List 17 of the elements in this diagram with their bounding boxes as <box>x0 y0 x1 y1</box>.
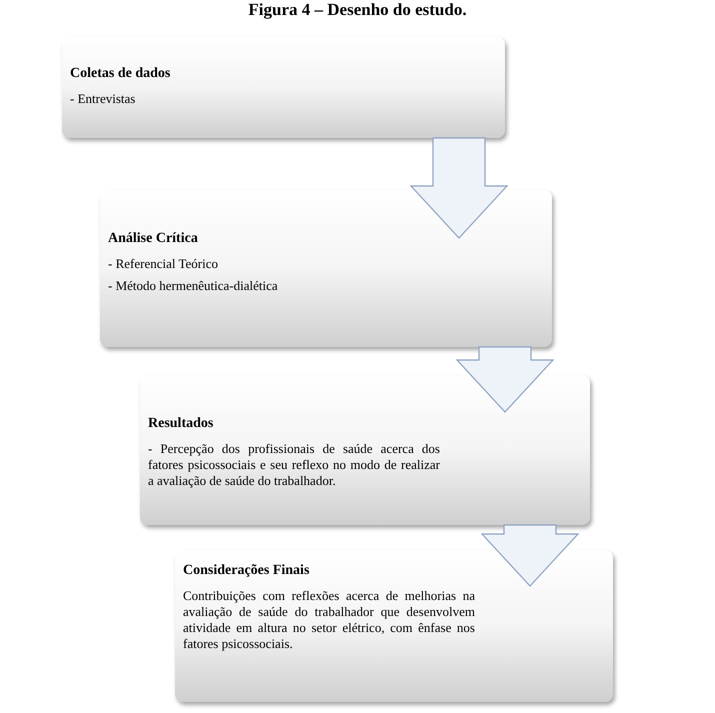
process-box <box>62 37 505 138</box>
process-box <box>140 375 590 525</box>
box-heading: Considerações Finais <box>183 562 310 580</box>
box-text: - Percepção dos profissionais de saúde acerca dos fatores psicossociais e seu reflexo no modo de realizar a avaliação de saúde do trabalhador. <box>148 441 440 489</box>
block-arrow <box>410 137 508 239</box>
box-text: Contribuições com reflexões acerca de melhorias na avaliação de saúde do trabalhador que desenvolvem atividade em altura no setor elétrico, com ênfase nos fatores psicossociais. <box>183 588 475 652</box>
box-heading: Coletas de dados <box>70 65 172 83</box>
process-box <box>175 550 613 702</box>
box-heading: Resultados <box>148 415 214 433</box>
block-arrow <box>456 346 554 413</box>
figure-title: Figura 4 – Desenho do estudo. <box>247 0 468 20</box>
box-text: - Método hermenêutica-dialética <box>108 278 279 294</box>
block-arrow <box>480 524 580 587</box>
box-heading: Análise Crítica <box>108 230 199 248</box>
box-text: - Referencial Teórico <box>108 256 220 272</box>
process-box <box>100 190 552 347</box>
box-text: - Entrevistas <box>70 91 136 107</box>
